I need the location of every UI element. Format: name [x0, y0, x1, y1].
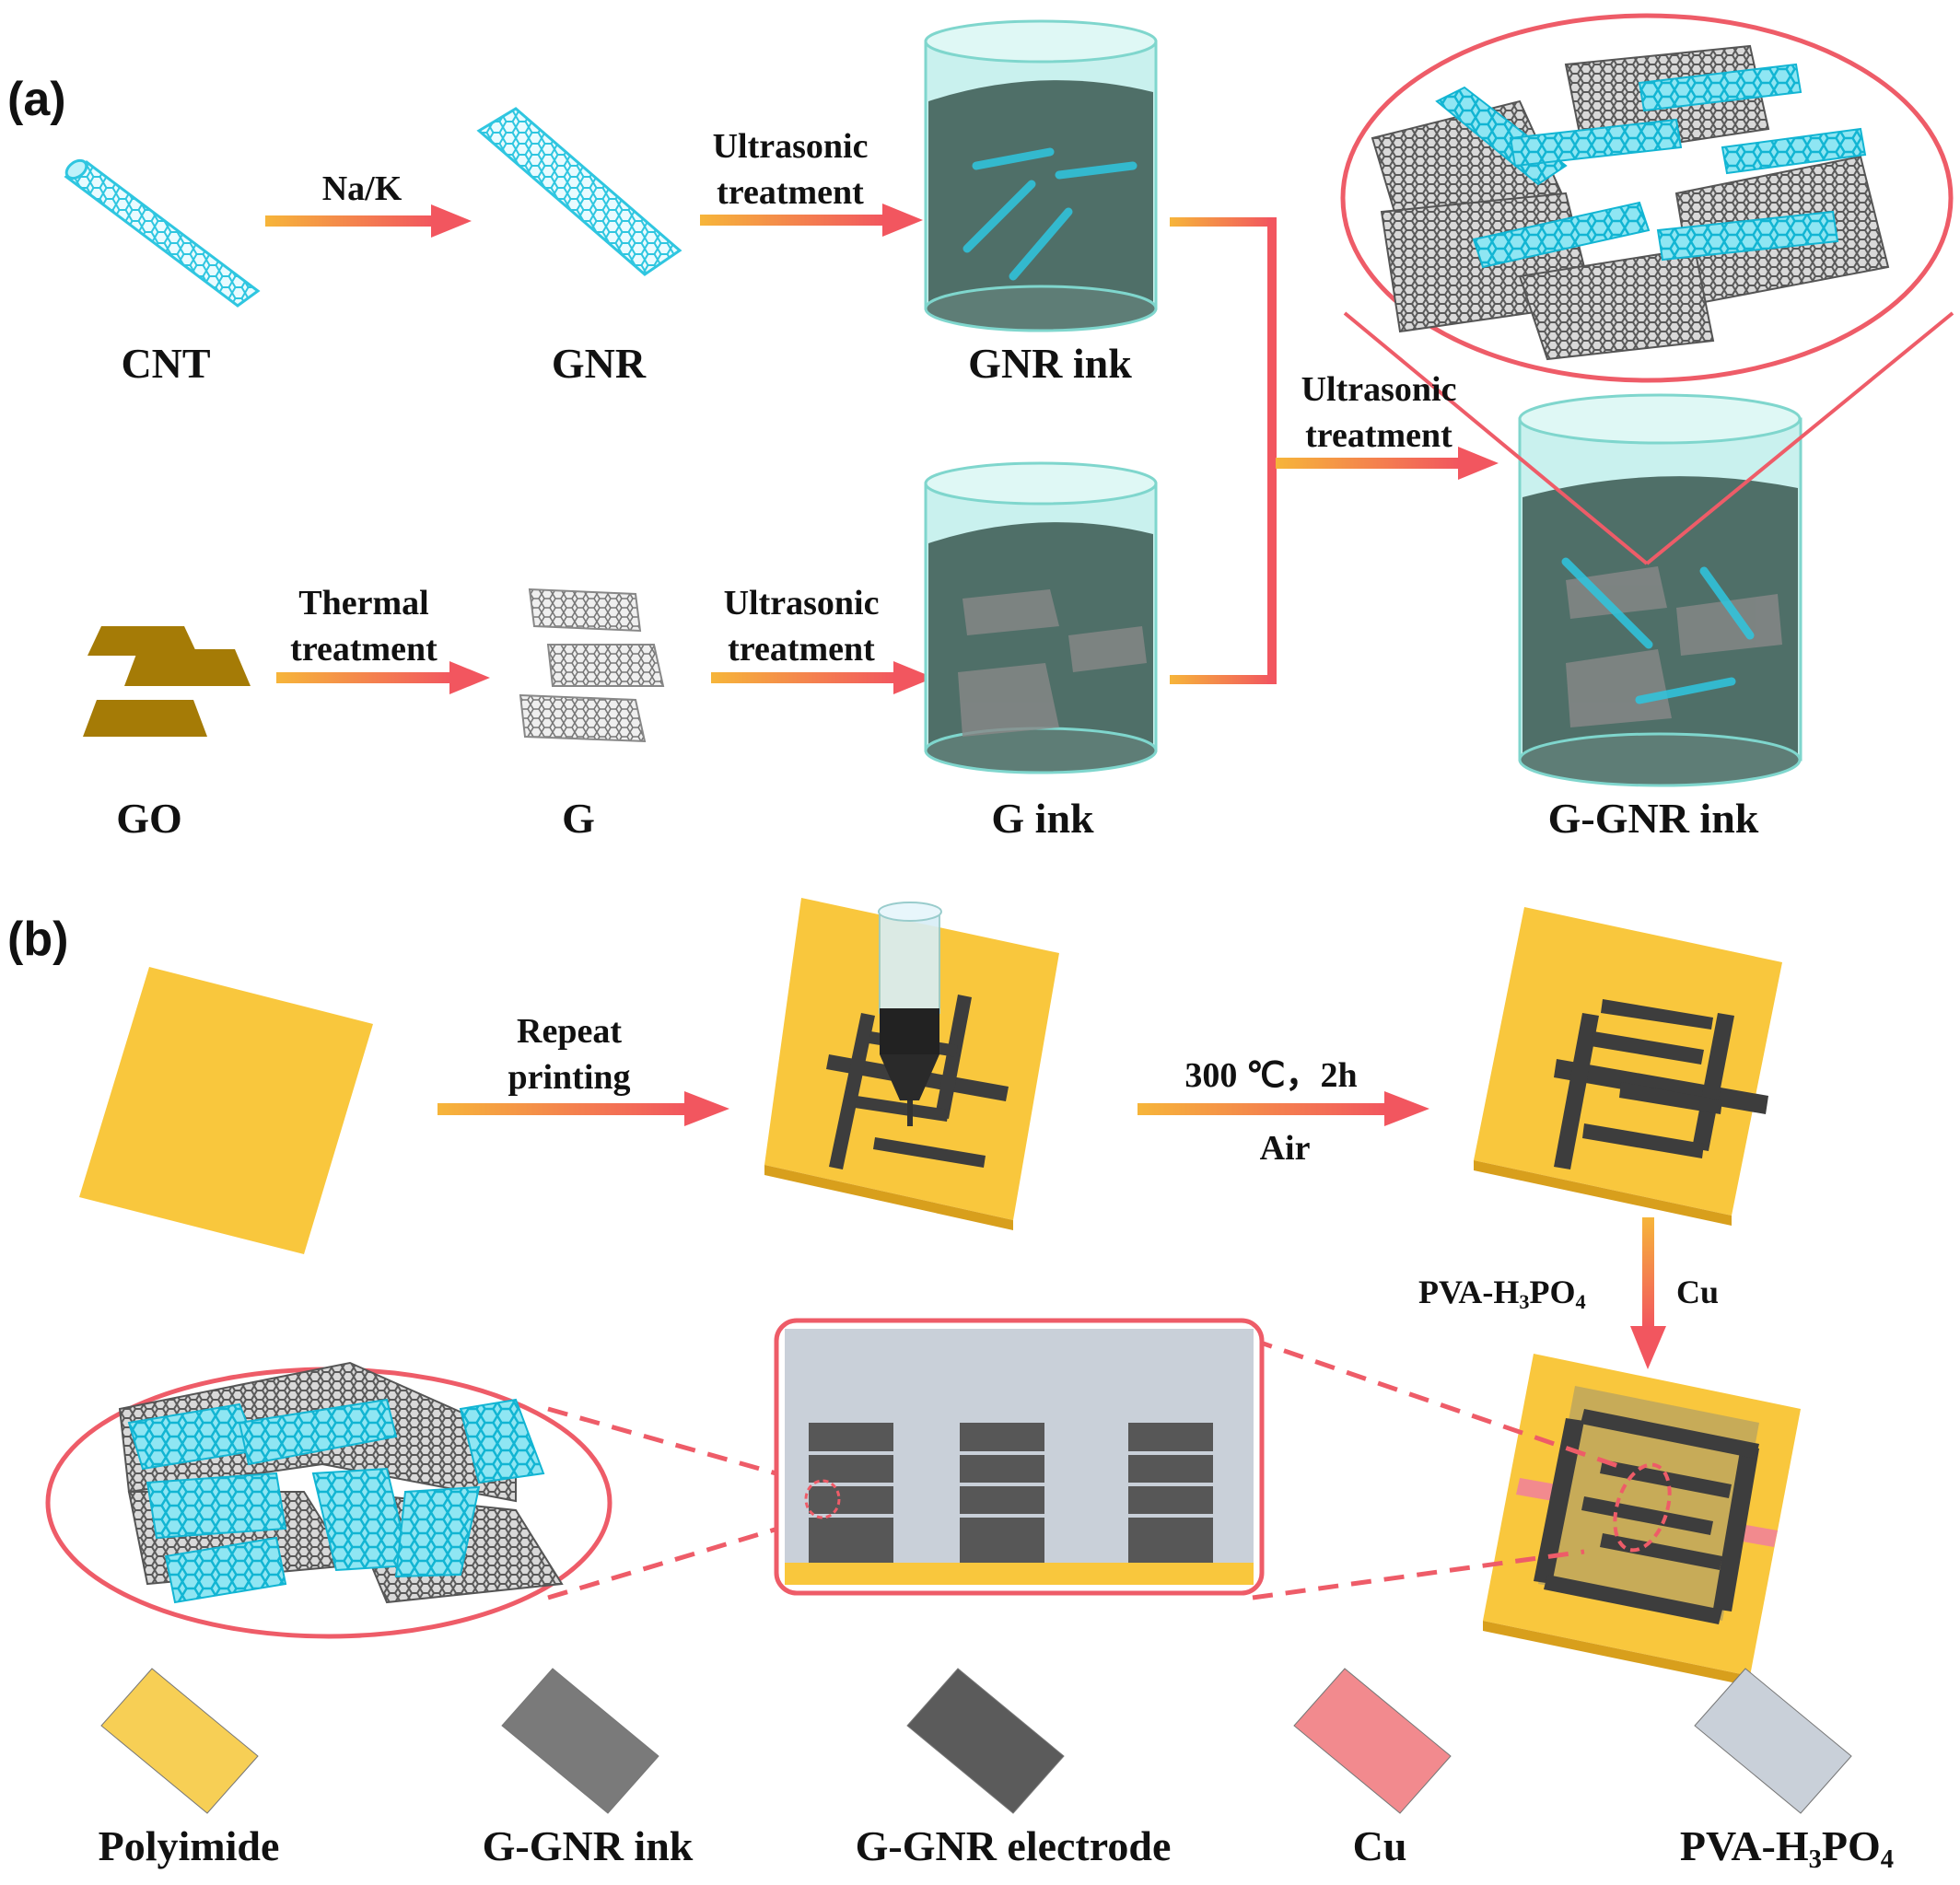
magnified-ink-bubble [1340, 13, 1954, 565]
arrow-encapsulation [1630, 1217, 1666, 1369]
magnified-electrode-bubble [45, 1361, 612, 1639]
step-text: Repeat [517, 1012, 622, 1051]
label-gnr: GNR [551, 340, 647, 387]
step-label-pva: PVA-H3PO4 [1418, 1273, 1586, 1314]
legend-label-pva: PVA-H3PO4 [1679, 1821, 1894, 1873]
graphene-sheets-icon [519, 588, 665, 743]
arrow-na-k [265, 204, 472, 238]
gnr-ribbon-icon [476, 107, 682, 276]
g-ink-beaker [924, 461, 1158, 774]
pva-text: PO [1821, 1822, 1881, 1869]
annealed-electrode-device [1474, 907, 1782, 1226]
gnr-ink-beaker [924, 19, 1158, 332]
step-text: treatment [1305, 416, 1452, 455]
pva-sub: 4 [1575, 1290, 1586, 1314]
pva-text: PVA-H [1418, 1274, 1520, 1310]
zoom-connectors [547, 1337, 1619, 1600]
legend-swatch-cu [1293, 1668, 1452, 1814]
pva-text: PVA-H [1679, 1822, 1809, 1869]
step-text: treatment [717, 173, 864, 212]
step-label-annealing: 300 ℃，2h [1184, 1056, 1358, 1095]
pva-sub: 3 [1519, 1290, 1530, 1314]
step-text: Ultrasonic [712, 127, 869, 166]
step-label-ultrasonic-3: Ultrasonic treatment [1301, 367, 1457, 459]
g-gnr-ink-beaker [1518, 393, 1802, 787]
merge-bracket [1170, 217, 1499, 684]
legend-label-electrode: G-GNR electrode [855, 1822, 1172, 1869]
pva-text: PO [1529, 1274, 1576, 1310]
label-g-ink: G ink [991, 795, 1094, 842]
step-label-ultrasonic-1: Ultrasonic treatment [713, 123, 869, 215]
legend-swatch-polyimide [100, 1668, 259, 1814]
step-label-ultrasonic-2: Ultrasonic treatment [724, 580, 880, 672]
step-label-cu: Cu [1676, 1274, 1720, 1310]
legend-label-cu: Cu [1352, 1822, 1407, 1869]
label-go: GO [116, 795, 182, 842]
step-label-na-k: Na/K [321, 169, 402, 208]
step-text: Ultrasonic [1301, 370, 1457, 409]
arrow-thermal [276, 661, 490, 694]
label-g: G [562, 795, 595, 842]
panel-b-label: (b) [7, 913, 69, 966]
step-label-air: Air [1259, 1129, 1311, 1168]
panel-a-label: (a) [7, 73, 66, 126]
step-label-repeat-printing: Repeat printing [508, 1008, 630, 1100]
step-text: Thermal [298, 584, 429, 623]
arrow-repeat-printing [438, 1091, 729, 1126]
pva-sub: 3 [1808, 1844, 1822, 1874]
legend-label-polyimide: Polyimide [98, 1822, 280, 1869]
pva-sub: 4 [1880, 1844, 1895, 1874]
label-gnr-ink: GNR ink [968, 340, 1132, 387]
arrow-ultrasonic-2 [711, 661, 934, 694]
cross-section-view [774, 1318, 1265, 1596]
label-g-gnr-ink: G-GNR ink [1547, 795, 1759, 842]
label-cnt: CNT [121, 340, 211, 387]
polyimide-sheet [79, 967, 373, 1254]
printer-syringe-icon [878, 902, 942, 1126]
go-stack-icon [83, 626, 251, 737]
step-label-thermal: Thermal treatment [290, 580, 438, 672]
step-text: treatment [728, 630, 875, 669]
arrow-annealing [1138, 1091, 1429, 1126]
legend-label-ink: G-GNR ink [482, 1822, 694, 1869]
step-text: Ultrasonic [723, 584, 880, 623]
step-text: printing [508, 1058, 631, 1097]
arrow-ultrasonic-1 [700, 204, 923, 237]
legend-swatch-electrode [906, 1668, 1065, 1814]
legend-swatch-ink [501, 1668, 659, 1814]
final-supercapacitor-device [1483, 1354, 1801, 1686]
legend-swatch-pva [1694, 1668, 1852, 1814]
cnt-nanotube-icon [64, 158, 261, 308]
step-text: treatment [290, 630, 438, 669]
